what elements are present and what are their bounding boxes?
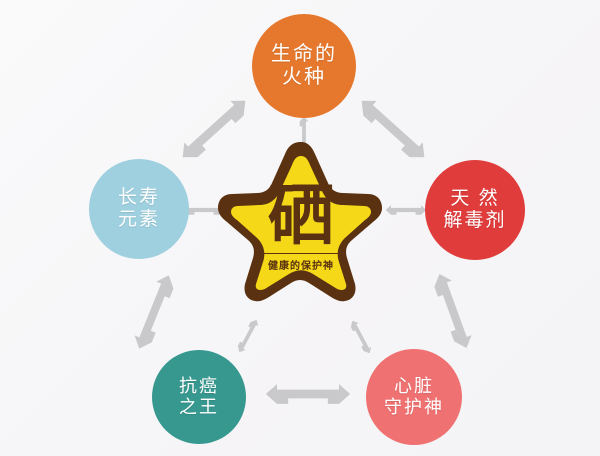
node-life-label-line-2: 火种 (282, 66, 326, 88)
connector-center-cancer (235, 317, 261, 355)
node-heart-label-line-2: 守护神 (384, 397, 444, 417)
node-cancer-label-line-1: 抗癌 (179, 376, 219, 397)
connector-heart-cancer (265, 384, 351, 404)
connector-detox-heart (430, 270, 476, 352)
node-life[interactable]: 生命的 火种 (252, 14, 356, 118)
emblem-main-label: 硒 (268, 179, 334, 253)
node-longevity-label-line-1: 长寿 (117, 187, 160, 209)
node-longevity[interactable]: 长寿 元素 (89, 159, 189, 259)
node-heart-label-line-1: 心脏 (394, 376, 434, 397)
connector-cancer-longevity (130, 271, 178, 353)
node-detox[interactable]: 天 然 解毒剂 (425, 160, 525, 260)
node-cancer-label-line-2: 之王 (179, 397, 219, 417)
node-detox-label-line-2: 解毒剂 (443, 210, 507, 231)
emblem-divider (261, 252, 341, 255)
connector-center-heart (348, 318, 374, 356)
node-cancer[interactable]: 抗癌 之王 (152, 350, 246, 444)
node-heart[interactable]: 心脏 守护神 (366, 349, 462, 445)
connector-center-detox (385, 205, 427, 215)
selenium-emblem[interactable]: 硒 健康的保护神 (218, 134, 384, 306)
node-detox-label-line-1: 天 然 (450, 188, 500, 210)
emblem-sub-label: 健康的保护神 (268, 261, 334, 273)
star-icon (218, 142, 382, 302)
emblem-text-block: 硒 健康的保护神 (218, 134, 384, 306)
node-longevity-label-line-2: 元素 (117, 209, 160, 230)
node-life-label-line-1: 生命的 (271, 43, 337, 66)
